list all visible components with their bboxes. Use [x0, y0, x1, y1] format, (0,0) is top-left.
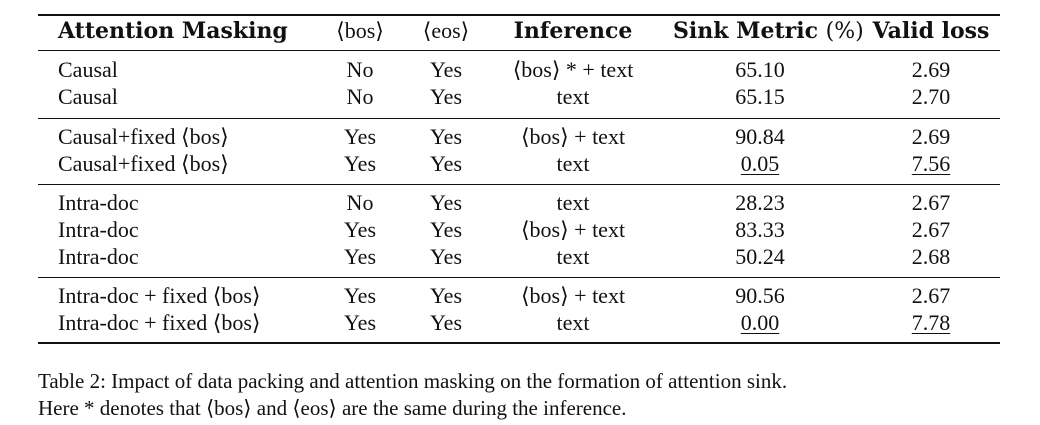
cell-valid-loss: 2.70 — [911, 84, 951, 109]
cell-attention-masking: Intra-doc + fixed ⟨bos⟩ — [58, 310, 261, 335]
cell-sink-metric: 50.24 — [735, 244, 785, 269]
caption-line-1: Table 2: Impact of data packing and atte… — [38, 369, 788, 393]
cell-attention-masking: Intra-doc — [58, 217, 139, 242]
cell-bos: No — [346, 57, 374, 82]
cell-valid-loss: 2.69 — [911, 57, 951, 82]
cell-eos: Yes — [429, 310, 463, 335]
cell-valid-loss: 2.68 — [911, 244, 951, 269]
cell-bos: No — [346, 84, 374, 109]
cell-sink-metric: 65.15 — [735, 84, 785, 109]
cell-inference: ⟨bos⟩ + text — [520, 124, 626, 149]
cell-sink-metric: 65.10 — [735, 57, 785, 82]
group-separator-rule — [38, 118, 1000, 119]
cell-valid-loss: 2.67 — [911, 217, 951, 242]
cell-valid-loss: 2.67 — [911, 283, 951, 308]
cell-inference: text — [556, 84, 590, 109]
header-sink-metric-unit: (%) — [825, 19, 864, 44]
cell-eos: Yes — [429, 190, 463, 215]
cell-eos: Yes — [429, 57, 463, 82]
cell-eos: Yes — [429, 84, 463, 109]
cell-attention-masking: Intra-doc — [58, 244, 139, 269]
cell-bos: Yes — [343, 151, 377, 176]
cell-attention-masking: Causal — [58, 57, 118, 82]
cell-bos: Yes — [343, 310, 377, 335]
cell-valid-loss: 7.78 — [911, 310, 951, 335]
cell-inference: ⟨bos⟩ * + text — [512, 57, 634, 82]
caption-line-2: Here * denotes that ⟨bos⟩ and ⟨eos⟩ are … — [38, 396, 627, 420]
header-sink-metric: Sink Metric (%) — [673, 18, 864, 45]
header-attention-masking: Attention Masking — [58, 18, 288, 44]
cell-attention-masking: Causal+fixed ⟨bos⟩ — [58, 151, 229, 176]
cell-bos: Yes — [343, 283, 377, 308]
cell-sink-metric: 90.84 — [735, 124, 785, 149]
group-separator-rule — [38, 184, 1000, 185]
cell-eos: Yes — [429, 217, 463, 242]
cell-bos: Yes — [343, 124, 377, 149]
table-caption: Table 2: Impact of data packing and atte… — [38, 368, 1018, 422]
cell-attention-masking: Intra-doc + fixed ⟨bos⟩ — [58, 283, 261, 308]
cell-sink-metric: 90.56 — [735, 283, 785, 308]
table-top-rule — [38, 14, 1000, 16]
cell-inference: ⟨bos⟩ + text — [520, 283, 626, 308]
cell-bos: Yes — [343, 217, 377, 242]
cell-sink-metric: 28.23 — [735, 190, 785, 215]
cell-bos: Yes — [343, 244, 377, 269]
cell-valid-loss: 7.56 — [911, 151, 951, 176]
cell-inference: ⟨bos⟩ + text — [520, 217, 626, 242]
group-separator-rule — [38, 277, 1000, 278]
cell-bos: No — [346, 190, 374, 215]
cell-inference: text — [556, 310, 590, 335]
cell-eos: Yes — [429, 124, 463, 149]
header-rule — [38, 50, 1000, 51]
cell-valid-loss: 2.67 — [911, 190, 951, 215]
header-bos: ⟨bos⟩ — [336, 18, 384, 43]
cell-eos: Yes — [429, 283, 463, 308]
header-inference: Inference — [513, 18, 633, 44]
cell-valid-loss: 2.69 — [911, 124, 951, 149]
table-bottom-rule — [38, 342, 1000, 344]
cell-attention-masking: Causal — [58, 84, 118, 109]
cell-sink-metric: 83.33 — [735, 217, 785, 242]
cell-attention-masking: Causal+fixed ⟨bos⟩ — [58, 124, 229, 149]
cell-inference: text — [556, 244, 590, 269]
cell-eos: Yes — [429, 151, 463, 176]
cell-sink-metric: 0.00 — [740, 310, 780, 335]
cell-attention-masking: Intra-doc — [58, 190, 139, 215]
cell-sink-metric: 0.05 — [740, 151, 780, 176]
header-sink-metric-label: Sink Metric — [673, 18, 826, 44]
cell-inference: text — [556, 190, 590, 215]
cell-eos: Yes — [429, 244, 463, 269]
header-eos: ⟨eos⟩ — [422, 18, 470, 43]
header-valid-loss: Valid loss — [872, 18, 990, 44]
cell-inference: text — [556, 151, 590, 176]
